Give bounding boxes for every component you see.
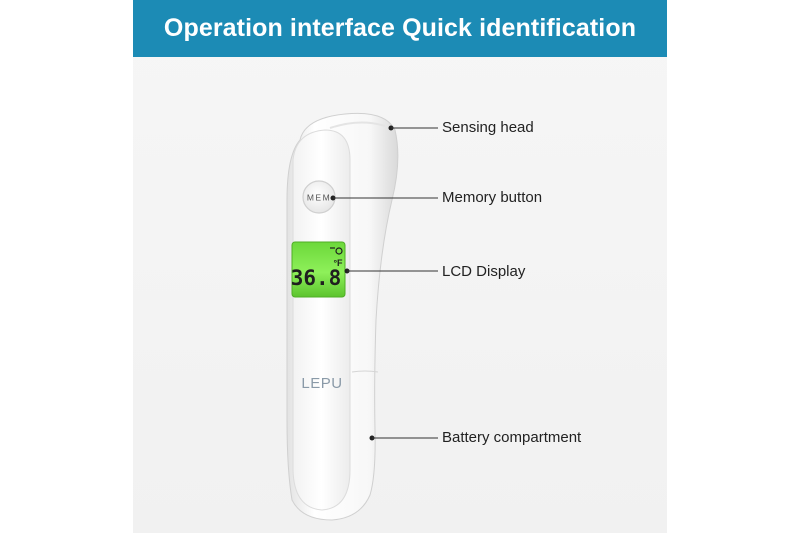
background-panel [133, 0, 667, 533]
memory-button-label[interactable]: MEM [307, 193, 331, 203]
page-title: Operation interface Quick identification [163, 14, 637, 42]
lcd-status-icon [330, 247, 343, 255]
lcd-reading: 36.8 [291, 266, 342, 290]
callout-memory-button-pointer [330, 195, 438, 201]
title-bar: Operation interface Quick identification [133, 0, 667, 57]
thermometer-front-face [292, 129, 351, 511]
lcd-unit: °F [333, 258, 343, 268]
callout-lcd-display: LCD Display [442, 263, 526, 280]
callout-sensing-head-pointer [388, 125, 438, 131]
callout-lcd-display-pointer [344, 268, 438, 274]
brand-logo: LEPU [301, 375, 342, 392]
callout-memory-button: Memory button [442, 189, 543, 206]
callout-battery-pointer [369, 435, 438, 441]
callout-battery-compartment: Battery compartment [442, 429, 582, 446]
battery-compartment-seam [351, 370, 379, 373]
callout-sensing-head: Sensing head [442, 119, 534, 136]
